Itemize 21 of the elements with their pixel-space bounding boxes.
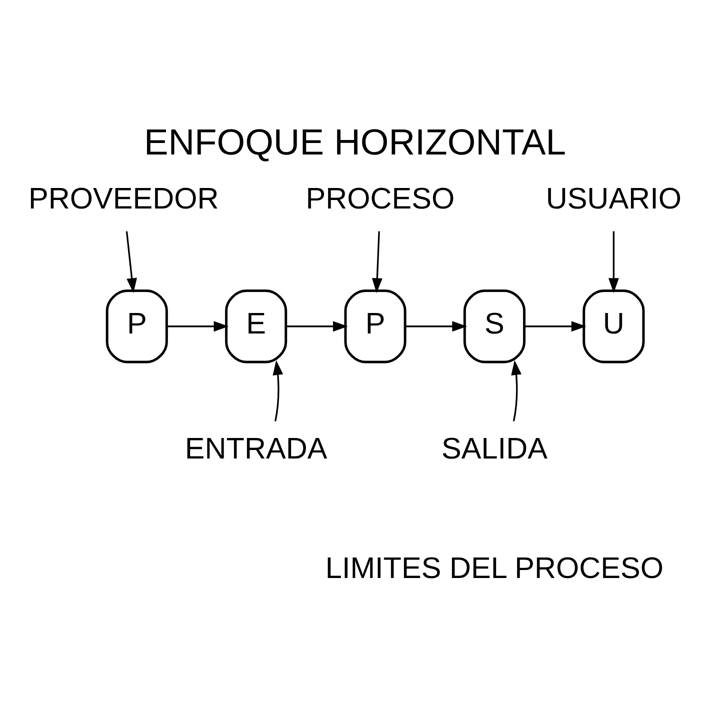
node-box: S <box>463 289 526 363</box>
label: LIMITES DEL PROCESO <box>325 551 664 584</box>
arrow <box>406 320 468 332</box>
arrow <box>524 320 586 332</box>
node-text: PROCESO <box>306 182 455 216</box>
diagram-title: ENFOQUE HORIZONTAL <box>144 120 566 162</box>
node-text: SALIDA <box>442 432 548 466</box>
node-box: E <box>225 289 288 363</box>
node-box: P <box>344 289 406 363</box>
arrow <box>126 230 137 293</box>
arrow <box>511 360 522 421</box>
node-text: USUARIO <box>546 182 682 216</box>
node-box: U <box>582 289 645 363</box>
arrow <box>272 360 284 421</box>
arrow <box>608 230 619 293</box>
node-text: PROVEEDOR <box>28 182 219 216</box>
arrow <box>286 320 348 332</box>
node-box: P <box>106 289 168 363</box>
arrow <box>372 230 382 293</box>
arrow <box>167 320 229 332</box>
node-text: ENTRADA <box>184 432 328 466</box>
